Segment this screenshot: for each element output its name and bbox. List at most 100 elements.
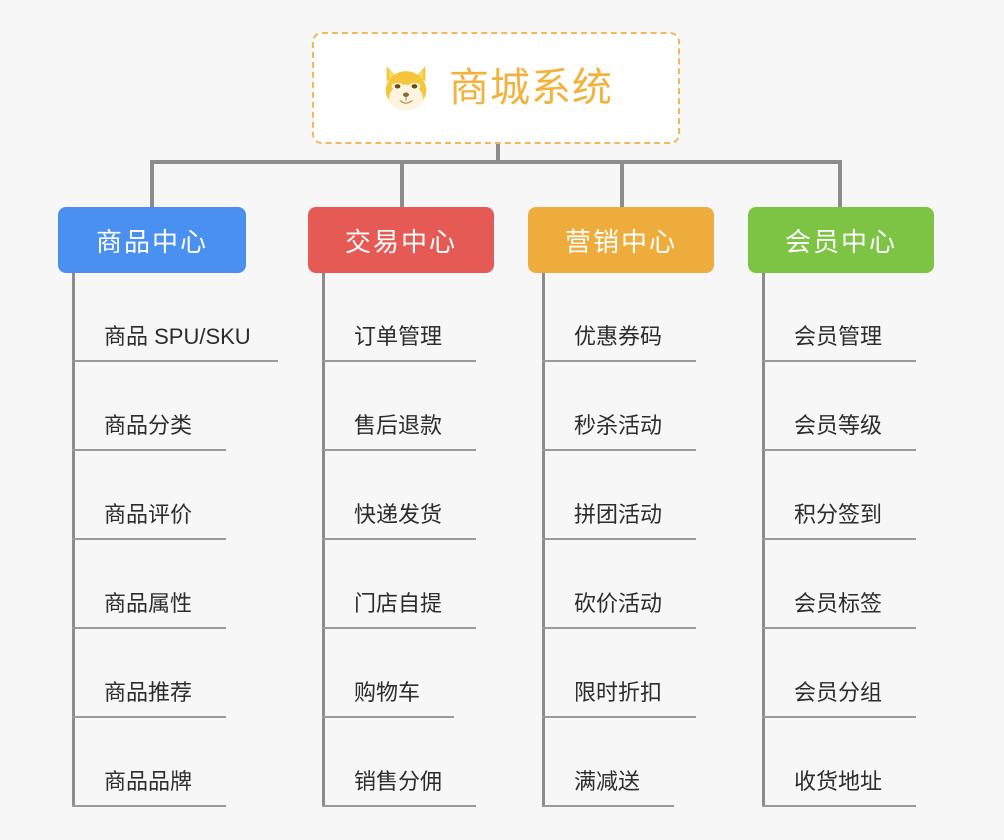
leaf-item[interactable]: 优惠券码 <box>528 273 714 362</box>
leaf-item-label: 商品品牌 <box>104 769 193 794</box>
leaf-item-rule <box>762 449 916 451</box>
category-header-trade-center[interactable]: 交易中心 <box>308 207 494 273</box>
leaf-item-label: 收货地址 <box>794 769 883 794</box>
column-product-center: 商品中心商品 SPU/SKU 商品分类商品评价商品属性商品推荐商品品牌 <box>58 207 278 807</box>
leaf-item[interactable]: 商品属性 <box>58 540 246 629</box>
column-spine <box>542 273 545 807</box>
leaf-item-rule <box>542 360 696 362</box>
leaf-item-rule <box>322 716 454 718</box>
category-header-label: 交易中心 <box>344 226 457 257</box>
connector-drop-member-center <box>838 160 842 209</box>
column-member-center: 会员中心会员管理会员等级积分签到会员标签会员分组收货地址 <box>748 207 934 807</box>
leaf-item-label: 积分签到 <box>794 502 883 527</box>
leaf-item[interactable]: 购物车 <box>308 629 494 718</box>
leaf-list-product-center: 商品 SPU/SKU 商品分类商品评价商品属性商品推荐商品品牌 <box>58 273 278 807</box>
leaf-item[interactable]: 满减送 <box>528 718 714 807</box>
column-spine <box>322 273 325 807</box>
leaf-item-label: 商品属性 <box>104 591 193 616</box>
leaf-item-label: 限时折扣 <box>574 680 663 705</box>
column-marketing-center: 营销中心优惠券码秒杀活动拼团活动砍价活动限时折扣满减送 <box>528 207 714 807</box>
leaf-item[interactable]: 商品品牌 <box>58 718 246 807</box>
leaf-list-member-center: 会员管理会员等级积分签到会员标签会员分组收货地址 <box>748 273 934 807</box>
leaf-item-rule <box>322 805 476 807</box>
leaf-item[interactable]: 销售分佣 <box>308 718 494 807</box>
leaf-item-rule <box>542 538 696 540</box>
leaf-item[interactable]: 限时折扣 <box>528 629 714 718</box>
leaf-list-marketing-center: 优惠券码秒杀活动拼团活动砍价活动限时折扣满减送 <box>528 273 714 807</box>
leaf-item-label: 商品分类 <box>104 413 193 438</box>
category-header-product-center[interactable]: 商品中心 <box>58 207 246 273</box>
leaf-item[interactable]: 门店自提 <box>308 540 494 629</box>
shiba-dog-face-icon <box>385 66 427 111</box>
leaf-item[interactable]: 商品分类 <box>58 362 246 451</box>
leaf-item-label: 会员标签 <box>794 591 883 616</box>
leaf-item-rule <box>762 716 916 718</box>
leaf-item-rule <box>322 538 476 540</box>
category-header-label: 商品中心 <box>95 226 208 257</box>
leaf-list-trade-center: 订单管理售后退款快递发货门店自提购物车销售分佣 <box>308 273 494 807</box>
category-header-member-center[interactable]: 会员中心 <box>748 207 934 273</box>
leaf-item-rule <box>322 360 476 362</box>
leaf-item-rule <box>72 360 278 362</box>
leaf-item-label: 商品评价 <box>104 502 193 527</box>
leaf-item[interactable]: 积分签到 <box>748 451 934 540</box>
root-node-mall-system[interactable]: 商城系统 <box>312 32 680 144</box>
leaf-item-label: 快递发货 <box>354 502 443 527</box>
category-header-label: 会员中心 <box>784 226 897 257</box>
leaf-item[interactable]: 秒杀活动 <box>528 362 714 451</box>
leaf-item[interactable]: 快递发货 <box>308 451 494 540</box>
leaf-item[interactable]: 会员分组 <box>748 629 934 718</box>
leaf-item-label: 商品 SPU/SKU <box>104 324 251 349</box>
leaf-item-rule <box>762 360 916 362</box>
leaf-item[interactable]: 收货地址 <box>748 718 934 807</box>
leaf-item-label: 订单管理 <box>354 324 443 349</box>
connector-drop-product-center <box>150 160 154 209</box>
connector-drop-trade-center <box>400 160 404 209</box>
leaf-item-label: 售后退款 <box>354 413 443 438</box>
leaf-item-rule <box>762 538 916 540</box>
category-header-marketing-center[interactable]: 营销中心 <box>528 207 714 273</box>
leaf-item[interactable]: 拼团活动 <box>528 451 714 540</box>
leaf-item[interactable]: 商品评价 <box>58 451 246 540</box>
leaf-item-label: 门店自提 <box>354 591 443 616</box>
leaf-item-label: 秒杀活动 <box>574 413 663 438</box>
leaf-item-label: 拼团活动 <box>574 502 663 527</box>
leaf-item-rule <box>542 449 696 451</box>
leaf-item-rule <box>72 805 226 807</box>
leaf-item-label: 会员管理 <box>794 324 883 349</box>
connector-horizontal-bus <box>152 160 840 164</box>
leaf-item-label: 销售分佣 <box>354 769 443 794</box>
leaf-item-rule <box>542 627 696 629</box>
leaf-item-label: 会员等级 <box>794 413 883 438</box>
leaf-item-rule <box>72 538 226 540</box>
leaf-item-rule <box>72 449 226 451</box>
connector-root-stem <box>496 144 500 164</box>
leaf-item-rule <box>322 449 476 451</box>
leaf-item-rule <box>72 627 226 629</box>
leaf-item-rule <box>762 627 916 629</box>
leaf-item-rule <box>542 805 674 807</box>
leaf-item-label: 满减送 <box>574 769 641 794</box>
leaf-item[interactable]: 商品推荐 <box>58 629 246 718</box>
connector-drop-marketing-center <box>620 160 624 209</box>
leaf-item-label: 商品推荐 <box>104 680 193 705</box>
leaf-item[interactable]: 会员管理 <box>748 273 934 362</box>
leaf-item[interactable]: 砍价活动 <box>528 540 714 629</box>
leaf-item-rule <box>762 805 916 807</box>
category-header-label: 营销中心 <box>564 226 677 257</box>
leaf-item-rule <box>72 716 226 718</box>
column-trade-center: 交易中心订单管理售后退款快递发货门店自提购物车销售分佣 <box>308 207 494 807</box>
leaf-item[interactable]: 订单管理 <box>308 273 494 362</box>
column-spine <box>72 273 75 807</box>
leaf-item[interactable]: 售后退款 <box>308 362 494 451</box>
leaf-item-label: 砍价活动 <box>574 591 663 616</box>
leaf-item-label: 优惠券码 <box>574 324 663 349</box>
leaf-item-rule <box>322 627 476 629</box>
leaf-item-label: 购物车 <box>354 680 421 705</box>
leaf-item-rule <box>542 716 696 718</box>
leaf-item[interactable]: 会员等级 <box>748 362 934 451</box>
root-title: 商城系统 <box>449 66 613 110</box>
leaf-item[interactable]: 会员标签 <box>748 540 934 629</box>
leaf-item[interactable]: 商品 SPU/SKU <box>58 273 278 362</box>
leaf-item-label: 会员分组 <box>794 680 883 705</box>
